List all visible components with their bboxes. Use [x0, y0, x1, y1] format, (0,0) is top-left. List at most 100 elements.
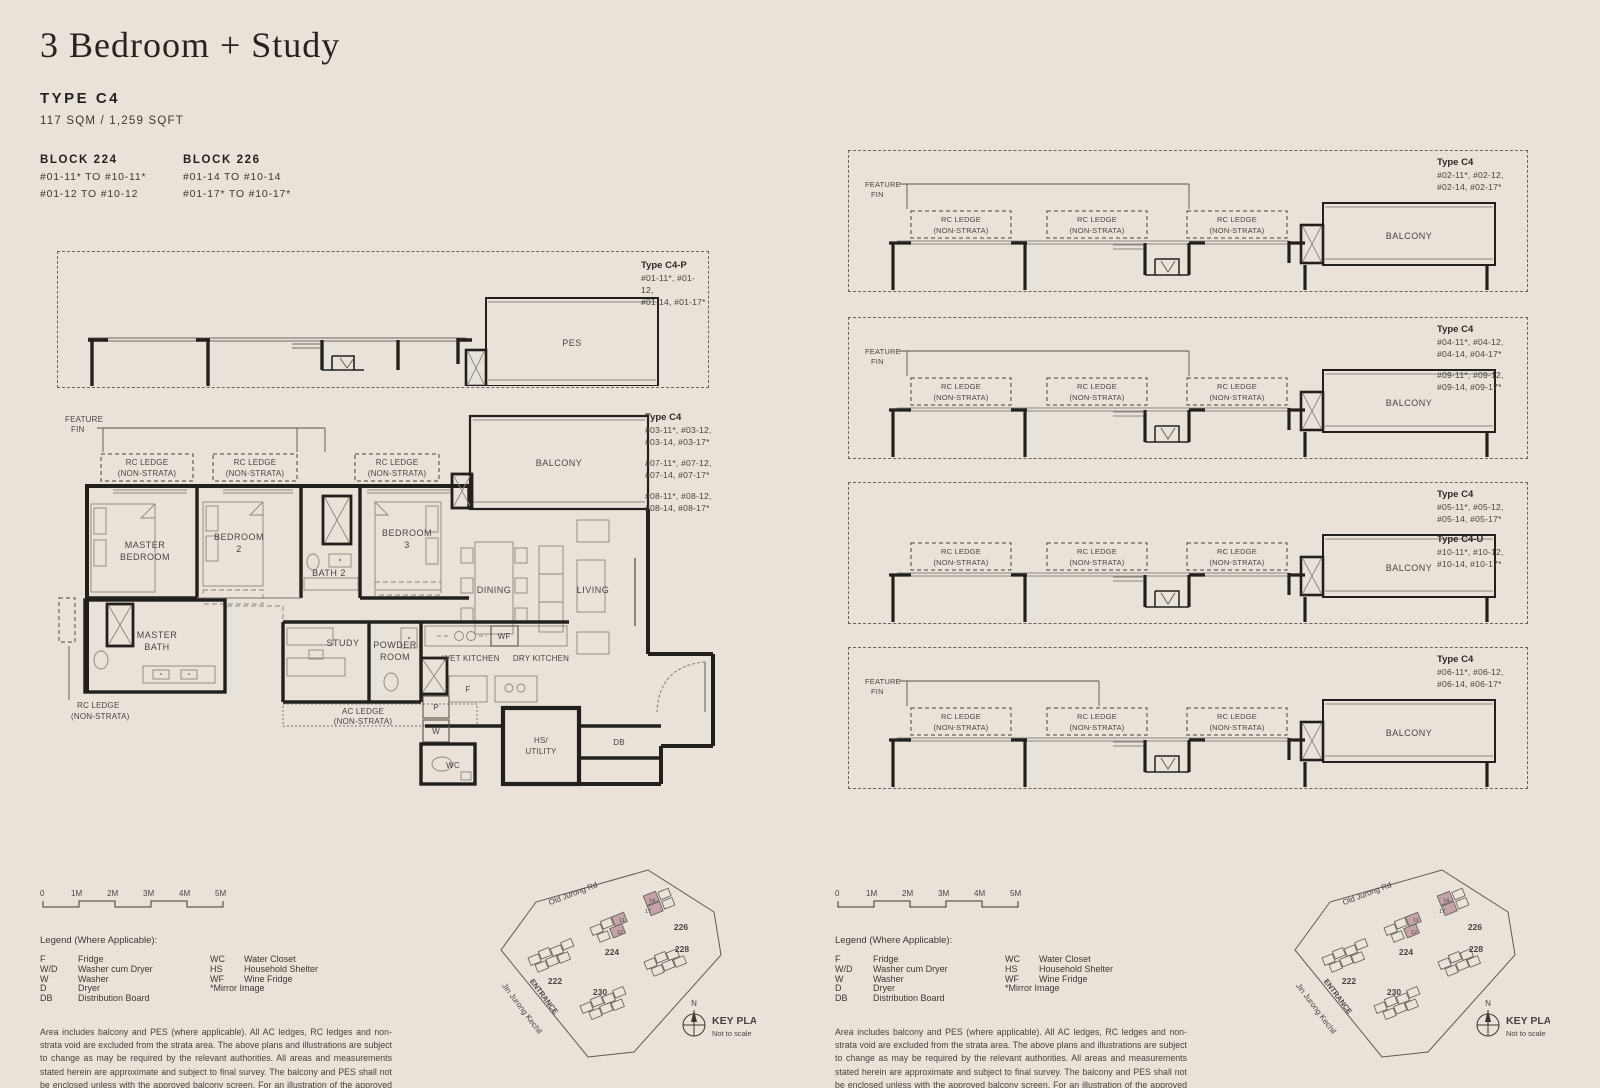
- fridge-label: F: [465, 685, 470, 694]
- compass-icon: N: [1476, 999, 1500, 1037]
- block-226-units-2: #01-17* TO #10-17*: [183, 188, 291, 200]
- keyplan-subtitle: Not to scale: [1506, 1029, 1546, 1038]
- svg-text:1M: 1M: [866, 889, 877, 898]
- svg-text:2M: 2M: [902, 889, 913, 898]
- c4p-plan-drawing: PES: [88, 297, 659, 388]
- svg-text:4M: 4M: [974, 889, 985, 898]
- diagram-2-drawing: FEATURE FIN RC LEDGE (NON-STRATA) RC LED…: [865, 347, 1496, 457]
- db-label: DB: [613, 738, 625, 747]
- block-label-224: 224: [1399, 947, 1413, 957]
- block-label-228: 228: [675, 944, 689, 954]
- disclaimer-text: Area includes balcony and PES (where app…: [835, 1026, 1187, 1088]
- block-cluster-222: [527, 938, 575, 973]
- svg-text:RC LEDGE: RC LEDGE: [941, 215, 981, 224]
- room-label-bedroom3: BEDROOM: [382, 528, 432, 538]
- svg-text:(NON-STRATA): (NON-STRATA): [118, 469, 177, 478]
- page-title: 3 Bedroom + Study: [40, 25, 341, 65]
- svg-text:(NON-STRATA): (NON-STRATA): [1069, 558, 1124, 567]
- key-plan-right: Old Jurong Rd Jin Jurong Kechil ENTRANCE: [1294, 869, 1550, 1058]
- svg-text:BALCONY: BALCONY: [1386, 563, 1433, 573]
- svg-text:3M: 3M: [938, 889, 949, 898]
- svg-text:RC LEDGE: RC LEDGE: [1077, 712, 1117, 721]
- scale-bar: 0 1M 2M 3M 4M 5M: [40, 889, 226, 908]
- block-label-222: 222: [1342, 976, 1356, 986]
- svg-text:RC LEDGE: RC LEDGE: [1077, 547, 1117, 556]
- block-cluster-226: [642, 887, 676, 917]
- room-label-dry-kitchen: DRY KITCHEN: [513, 654, 569, 663]
- rc-ledge-labels: RC LEDGE (NON-STRATA) RC LEDGE (NON-STRA…: [118, 458, 426, 478]
- block-cluster-228: [643, 948, 688, 977]
- diagram-4-drawing: FEATURE FIN RC LEDGE (NON-STRATA) RC LED…: [865, 677, 1496, 787]
- svg-text:(NON-STRATA): (NON-STRATA): [1209, 393, 1264, 402]
- svg-text:(NON-STRATA): (NON-STRATA): [226, 469, 285, 478]
- diagram-2-label: Type C4 #04-11*, #04-12, #04-14, #04-17*…: [1437, 324, 1504, 392]
- svg-text:14: 14: [1443, 898, 1449, 904]
- svg-text:RC LEDGE: RC LEDGE: [234, 458, 277, 467]
- svg-text:3: 3: [404, 540, 410, 550]
- room-label-study: STUDY: [326, 638, 359, 648]
- svg-text:3M: 3M: [143, 889, 154, 898]
- block-224-group: BLOCK 224 #01-11* TO #10-11* #01-12 TO #…: [40, 154, 146, 200]
- svg-text:2M: 2M: [107, 889, 118, 898]
- room-label-bath2: BATH 2: [312, 568, 346, 578]
- legend-group-right: 0 1M 2M 3M 4M 5M Legend (Where Applicabl…: [835, 886, 1187, 1088]
- svg-text:BATH: BATH: [144, 642, 169, 652]
- svg-text:W: W: [432, 727, 440, 736]
- balcony-x-shaft-icon: [450, 472, 474, 510]
- svg-text:(NON-STRATA): (NON-STRATA): [334, 717, 393, 726]
- room-label-master-bedroom: MASTER: [125, 540, 166, 550]
- room-label-bedroom2: BEDROOM: [214, 532, 264, 542]
- hs-utility-room: HS/ UTILITY: [500, 705, 582, 787]
- legend-title: Legend (Where Applicable):: [835, 935, 953, 946]
- svg-text:FIN: FIN: [871, 357, 884, 366]
- svg-text:FEATURE: FEATURE: [865, 347, 901, 356]
- room-label-dining: DINING: [477, 585, 512, 595]
- block-label-224: 224: [605, 947, 619, 957]
- svg-text:BEDROOM: BEDROOM: [120, 552, 170, 562]
- wine-fridge-label: WF: [498, 632, 511, 641]
- svg-text:(NON-STRATA): (NON-STRATA): [1209, 558, 1264, 567]
- room-label-pes: PES: [562, 338, 582, 348]
- c4p-x-shaft-icon: [464, 348, 488, 388]
- block-cluster-224: [1383, 911, 1422, 943]
- room-label-balcony: BALCONY: [536, 458, 583, 468]
- diagram-1-drawing: FEATURE FIN RC LEDGE (NON-STRATA) RC LED…: [865, 180, 1496, 290]
- road-label-old-jurong: Old Jurong Rd: [547, 880, 598, 907]
- room-label-living: LIVING: [577, 585, 610, 595]
- svg-text:5M: 5M: [1010, 889, 1021, 898]
- svg-text:(NON-STRATA): (NON-STRATA): [933, 226, 988, 235]
- block-label-230: 230: [1387, 987, 1401, 997]
- rc-ledge-side-callout: RC LEDGE (NON-STRATA): [58, 597, 129, 721]
- svg-text:0: 0: [40, 889, 45, 898]
- diagram-balcony: BALCONY: [1303, 534, 1496, 622]
- bedroom3-furniture: [374, 501, 442, 596]
- block-224-heading: BLOCK 224: [40, 154, 118, 166]
- room-label-master-bath: MASTER: [137, 630, 178, 640]
- svg-text:AC LEDGE: AC LEDGE: [342, 707, 384, 716]
- room-label-powder: POWDER: [373, 640, 417, 650]
- svg-text:BALCONY: BALCONY: [1386, 231, 1433, 241]
- block-cluster-226: [1436, 887, 1470, 917]
- svg-text:RC LEDGE: RC LEDGE: [126, 458, 169, 467]
- svg-text:N: N: [1485, 999, 1491, 1008]
- wc-room: WC: [419, 742, 477, 786]
- block-226-units-1: #01-14 TO #10-14: [183, 171, 282, 183]
- svg-text:12: 12: [617, 930, 623, 936]
- db-area: DB: [579, 724, 661, 760]
- block-label-222: 222: [548, 976, 562, 986]
- diagram-balcony: BALCONY: [1303, 369, 1496, 457]
- block-cluster-224: [589, 911, 628, 943]
- c4p-unit-label: Type C4-P #01-11*, #01-12, #01-14, #01-1…: [641, 260, 706, 307]
- entrance-door-arc: [656, 661, 706, 713]
- svg-text:17: 17: [1439, 909, 1445, 915]
- svg-text:FIN: FIN: [71, 425, 85, 434]
- svg-text:(NON-STRATA): (NON-STRATA): [1069, 226, 1124, 235]
- block-cluster-222: [1321, 938, 1369, 973]
- highlighted-unit-numbers: 11 12 14 17: [1411, 898, 1449, 936]
- kitchen: WF WET KITCHEN DRY KITCHEN F: [421, 620, 569, 728]
